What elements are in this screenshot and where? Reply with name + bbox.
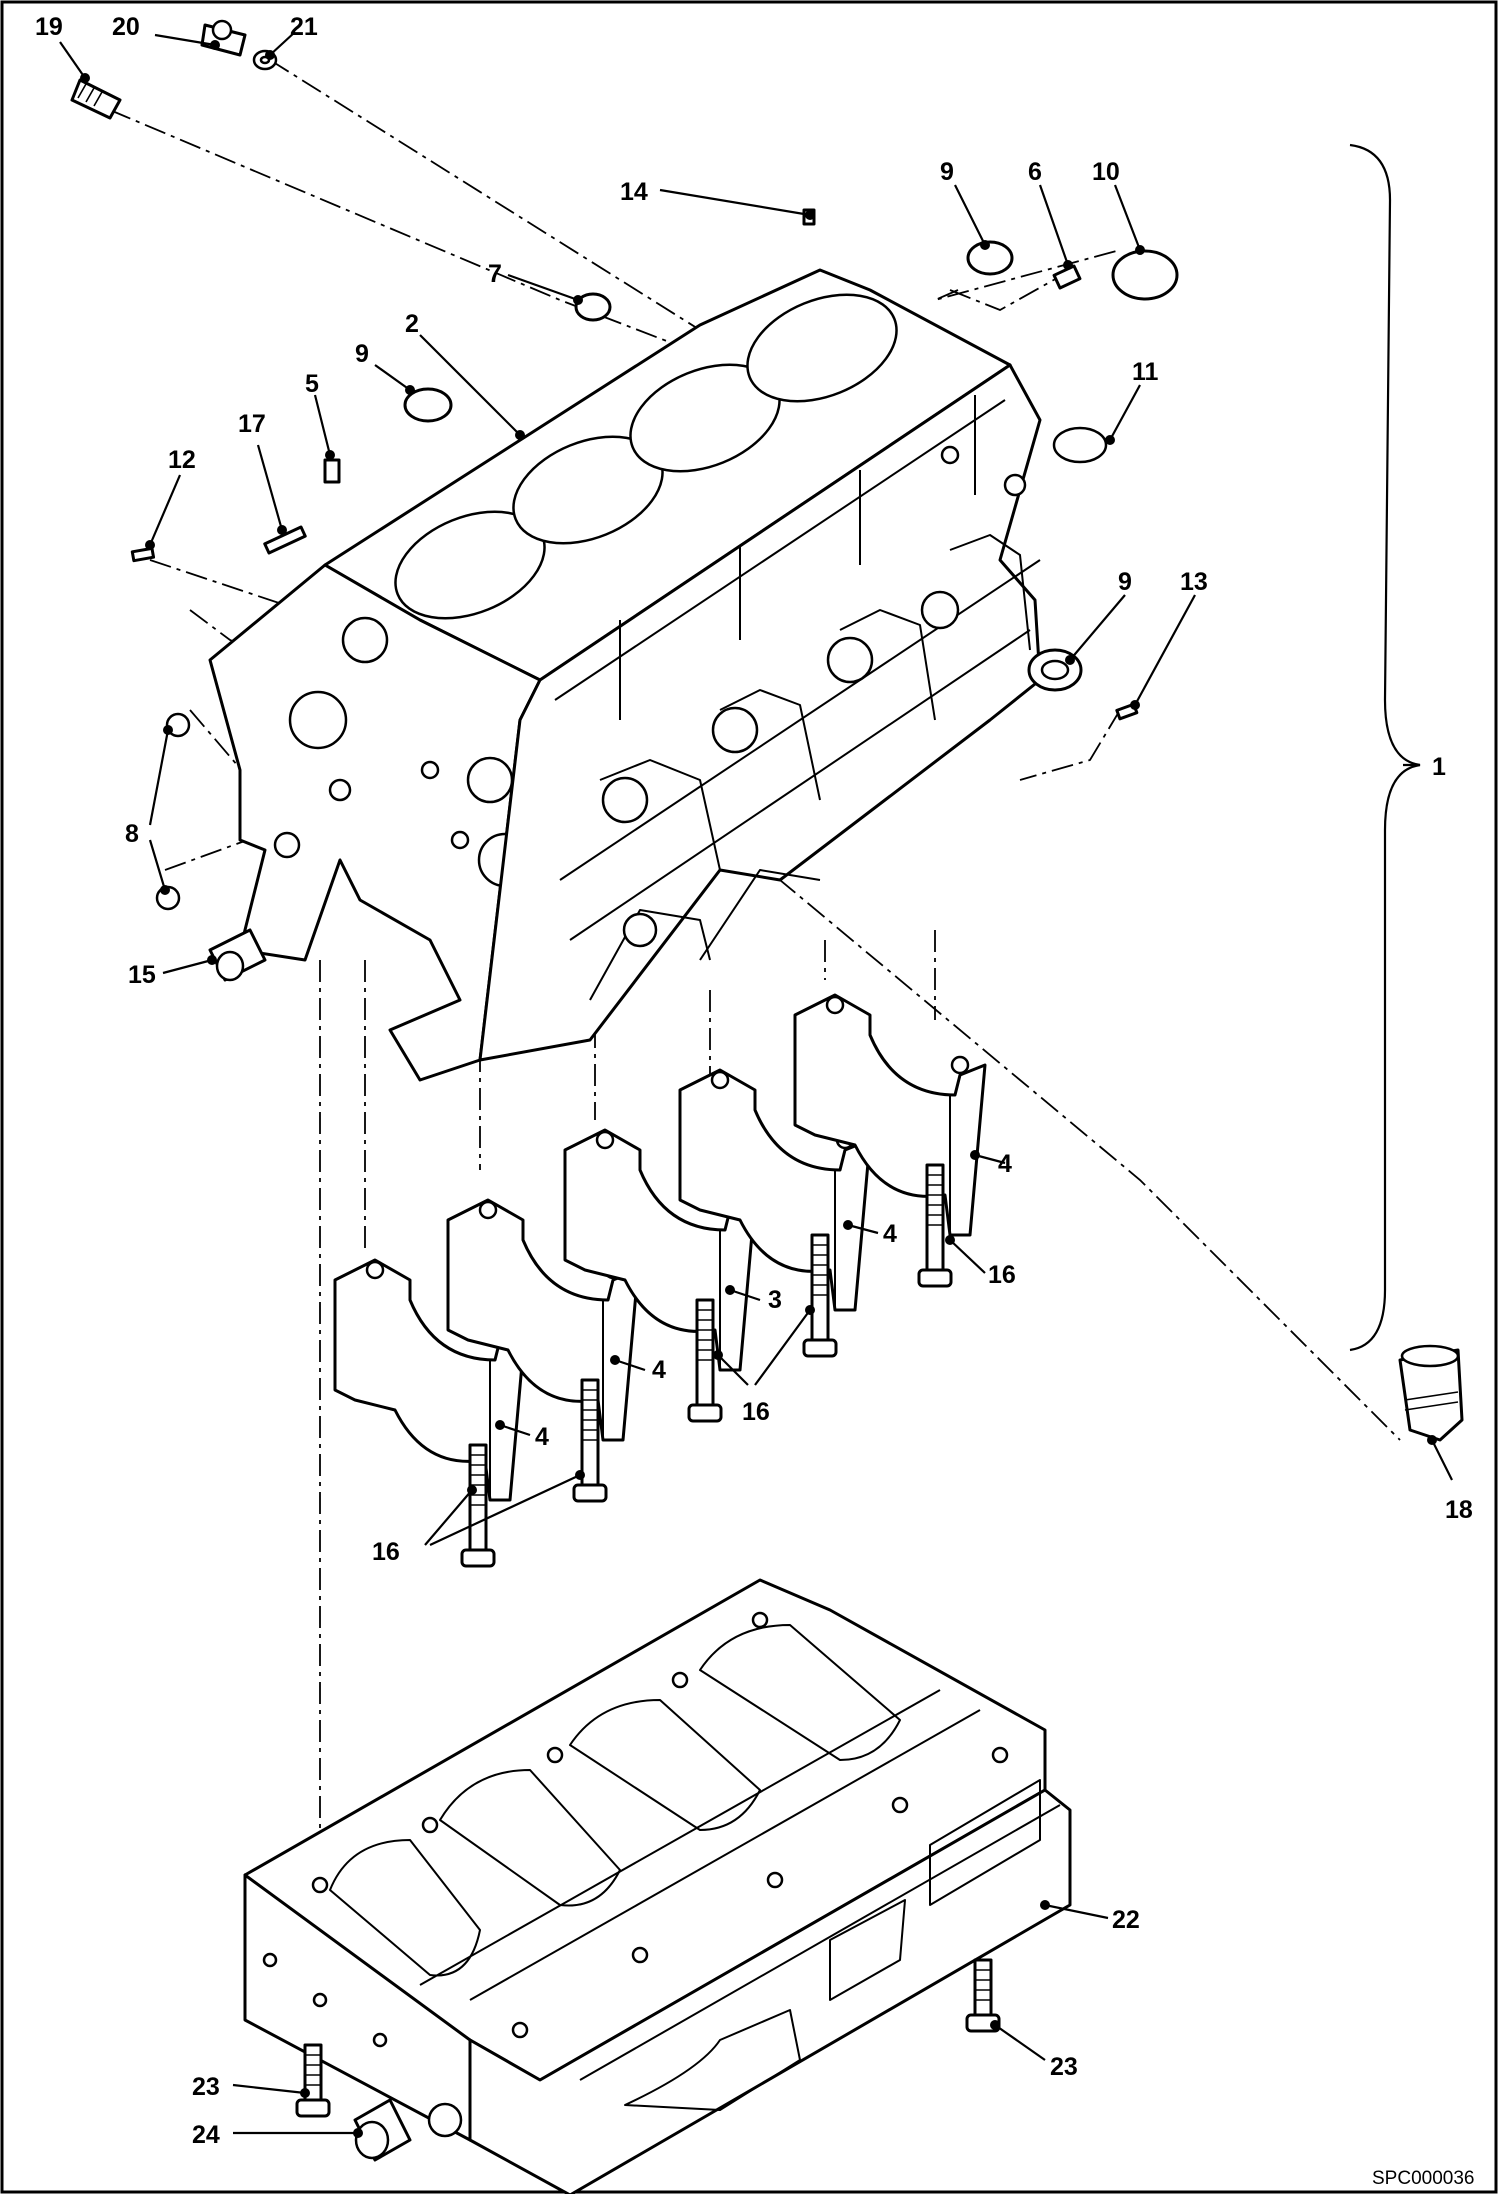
callout-12: 12 bbox=[168, 446, 196, 474]
callout-20: 20 bbox=[112, 13, 140, 41]
bearing-frame bbox=[243, 1578, 1072, 2194]
callout-13: 13 bbox=[1180, 568, 1208, 596]
callout-11: 11 bbox=[1132, 358, 1159, 386]
callout-labels: 1 2 3 4 4 4 4 5 6 7 8 9 9 9 10 11 12 13 … bbox=[35, 13, 1473, 2149]
leader-lines bbox=[59, 31, 1453, 2138]
callout-16-c: 16 bbox=[372, 1538, 400, 1566]
main-bearing-bolts bbox=[460, 1163, 953, 1568]
callout-4-c: 4 bbox=[652, 1356, 666, 1384]
callout-24: 24 bbox=[192, 2121, 220, 2149]
frame-fasteners bbox=[295, 1958, 1001, 2162]
callout-9-c: 9 bbox=[1118, 568, 1132, 596]
callout-23-b: 23 bbox=[192, 2073, 220, 2101]
callout-3: 3 bbox=[768, 1286, 782, 1314]
callout-21: 21 bbox=[290, 13, 318, 41]
callout-15: 15 bbox=[128, 961, 156, 989]
callout-5: 5 bbox=[305, 370, 319, 398]
callout-9-a: 9 bbox=[355, 340, 369, 368]
cylinder-block bbox=[208, 268, 1042, 1082]
callout-9-b: 9 bbox=[940, 158, 954, 186]
callout-23-a: 23 bbox=[1050, 2053, 1078, 2081]
callout-1: 1 bbox=[1432, 753, 1446, 781]
callout-8: 8 bbox=[125, 820, 139, 848]
callout-16-a: 16 bbox=[988, 1261, 1016, 1289]
callout-10: 10 bbox=[1092, 158, 1120, 186]
callout-16-b: 16 bbox=[742, 1398, 770, 1426]
callout-2: 2 bbox=[405, 310, 419, 338]
callout-18: 18 bbox=[1445, 1496, 1473, 1524]
callout-22: 22 bbox=[1112, 1906, 1140, 1934]
callout-4-b: 4 bbox=[883, 1220, 897, 1248]
callout-4-d: 4 bbox=[535, 1423, 549, 1451]
small-parts bbox=[70, 19, 1464, 1442]
callout-17: 17 bbox=[238, 410, 266, 438]
callout-4-a: 4 bbox=[998, 1150, 1012, 1178]
figure-code: SPC000036 bbox=[1372, 2168, 1474, 2189]
callout-19: 19 bbox=[35, 13, 63, 41]
callout-7: 7 bbox=[488, 260, 502, 288]
assembly-bracket bbox=[1349, 143, 1421, 1352]
callout-6: 6 bbox=[1028, 158, 1042, 186]
callout-14: 14 bbox=[620, 178, 648, 206]
